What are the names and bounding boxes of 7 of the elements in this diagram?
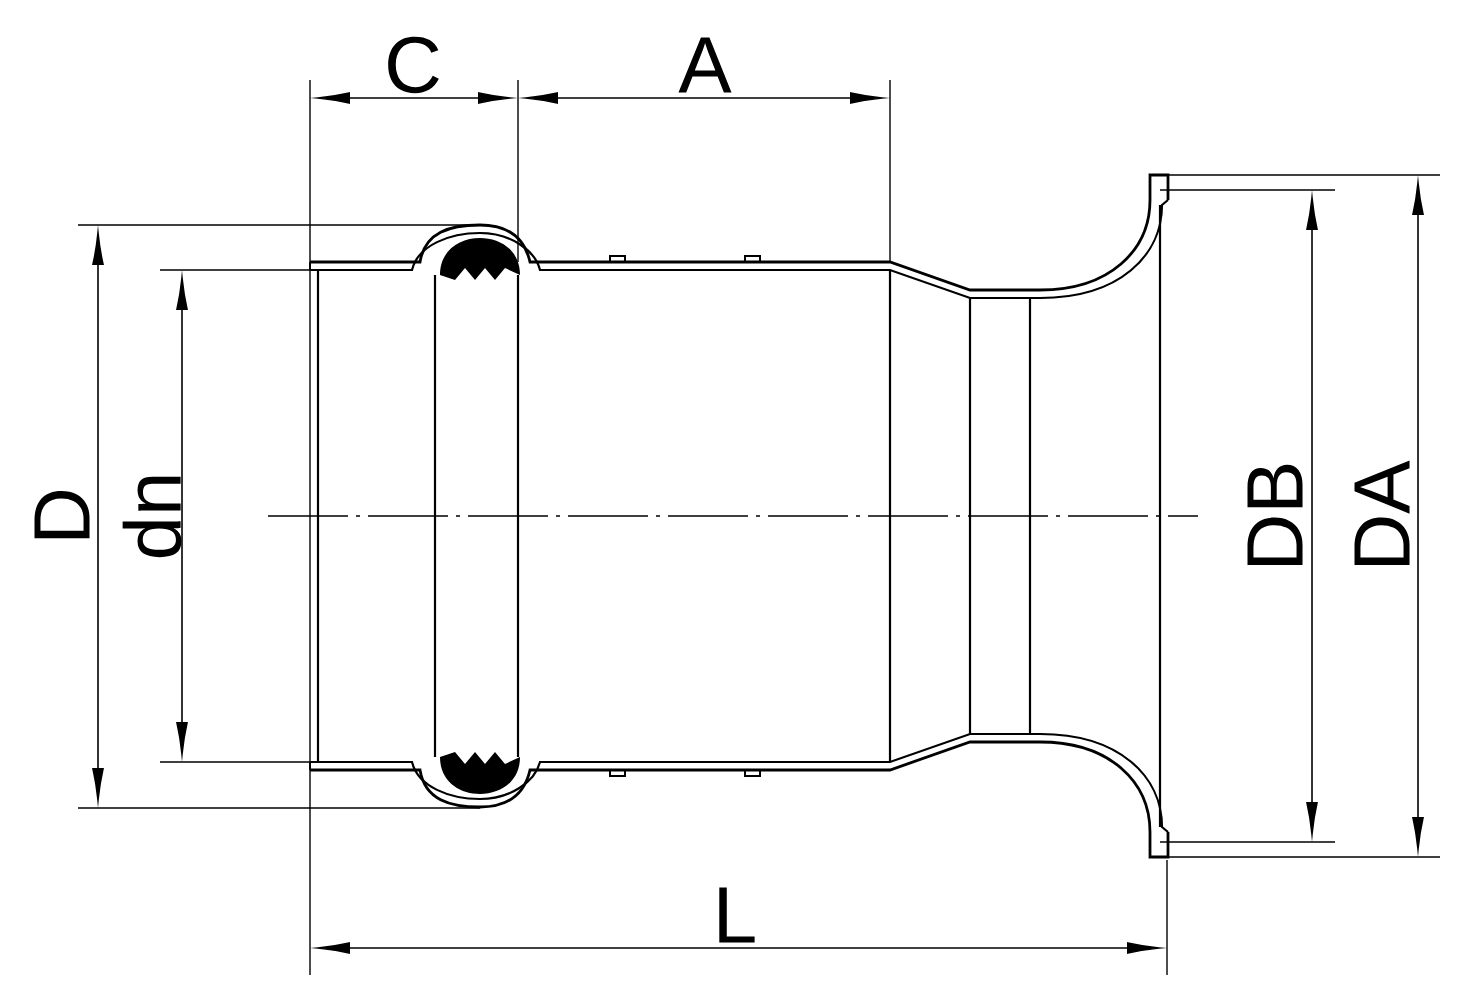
dimension-label: DA bbox=[1354, 460, 1410, 565]
dimension-label: dn bbox=[122, 476, 182, 558]
dimension-label: D bbox=[34, 490, 90, 539]
dimension-label: L bbox=[719, 887, 755, 943]
dimension-label: DB bbox=[1247, 464, 1303, 565]
dimension-label: A bbox=[678, 37, 732, 93]
dimension-label: C bbox=[388, 36, 439, 94]
